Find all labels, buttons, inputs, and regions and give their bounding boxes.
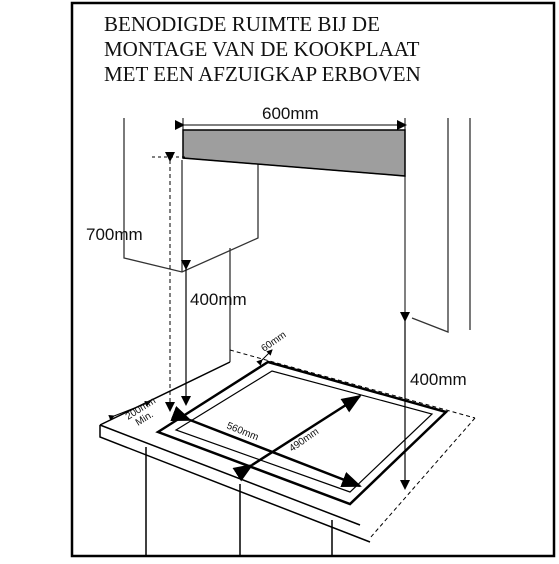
worktop — [99, 361, 371, 543]
cutout-depth-line — [232, 394, 362, 482]
hood-width-label: 600mm — [262, 104, 319, 123]
extractor-hood — [182, 129, 406, 177]
rear-distance-label: 60mm — [259, 330, 288, 355]
title-line-1: BENODIGDE RUIMTE BIJ DE — [104, 12, 380, 36]
title-line-3: MET EEN AFZUIGKAP ERBOVEN — [104, 62, 421, 86]
cabinet-height-label: 700mm — [86, 225, 143, 244]
front-distance-line — [108, 401, 151, 421]
base-cabinet — [145, 447, 333, 556]
hood-hob-clearance-label: 400mm — [190, 290, 247, 309]
right-wall-cabinet — [411, 118, 471, 333]
outer-frame — [70, 1, 556, 558]
rear-distance-line — [256, 349, 273, 366]
side-clearance-label: 400mm — [410, 370, 467, 389]
title-line-2: MONTAGE VAN DE KOOKPLAAT — [104, 37, 420, 61]
